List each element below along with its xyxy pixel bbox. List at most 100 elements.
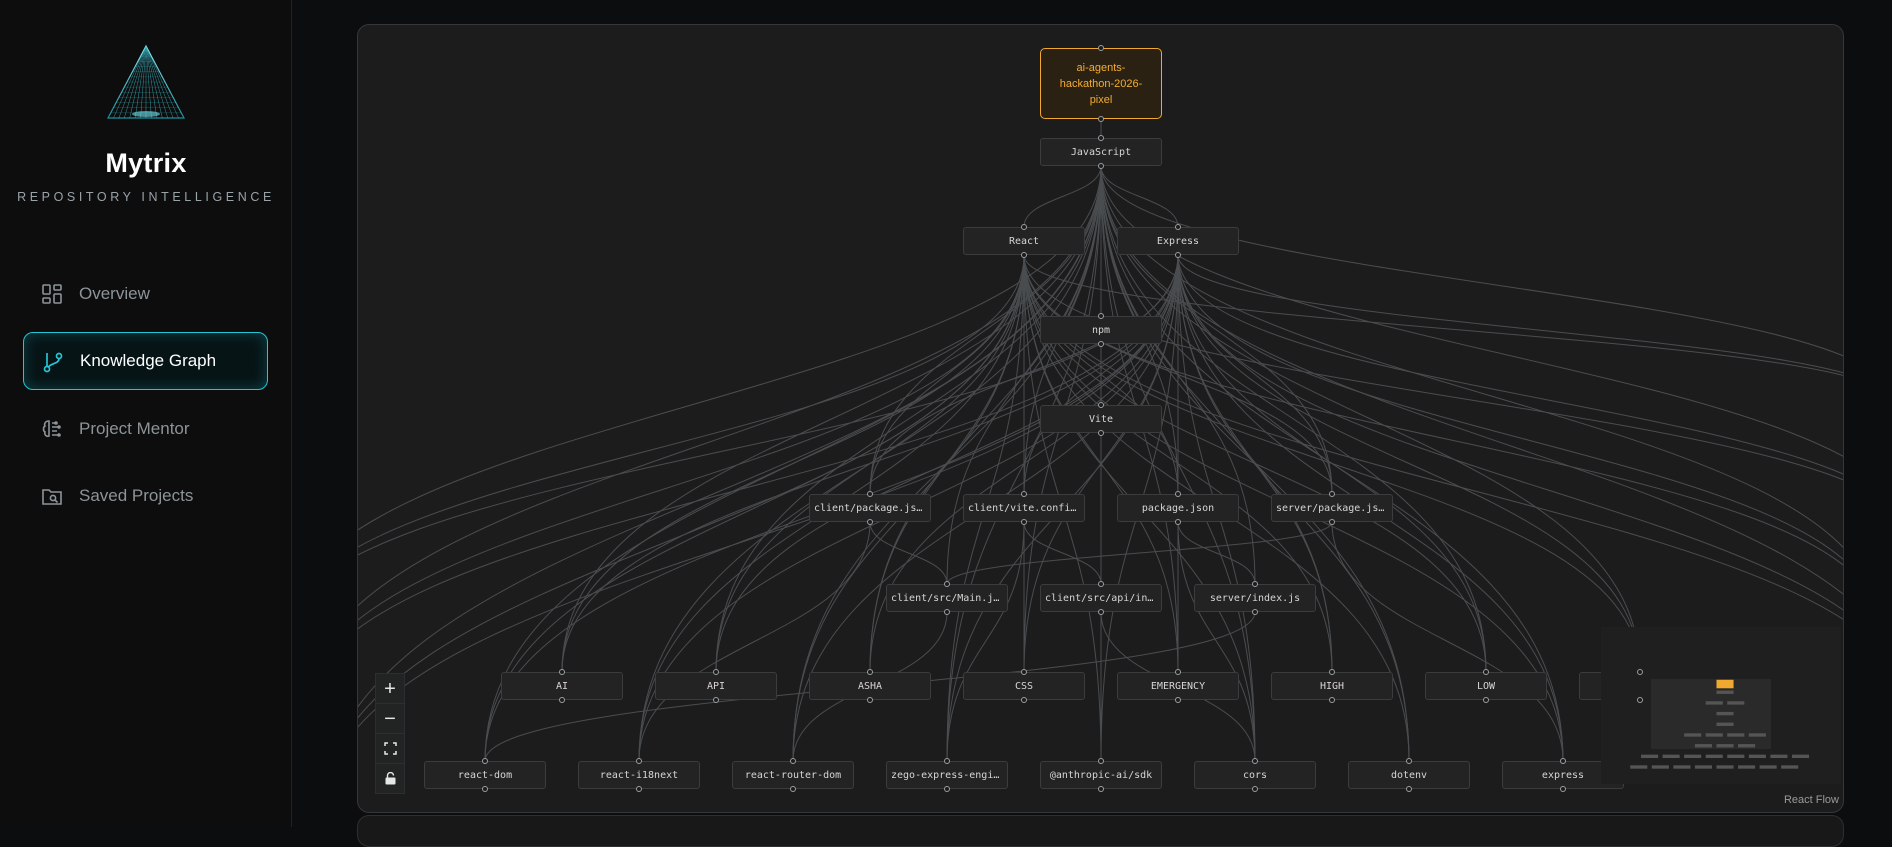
graph-node-concept[interactable]: EMERGENCY bbox=[1117, 672, 1239, 700]
node-handle[interactable] bbox=[1098, 45, 1104, 51]
node-handle[interactable] bbox=[1098, 609, 1104, 615]
knowledge-graph-canvas[interactable]: ai-agents-hackathon-2026-pixel JavaScrip… bbox=[357, 24, 1844, 813]
graph-node-framework[interactable]: React bbox=[963, 227, 1085, 255]
node-handle[interactable] bbox=[1406, 758, 1412, 764]
node-handle[interactable] bbox=[1252, 786, 1258, 792]
node-handle[interactable] bbox=[713, 697, 719, 703]
node-handle[interactable] bbox=[559, 697, 565, 703]
graph-node-language[interactable]: JavaScript bbox=[1040, 138, 1162, 166]
node-handle[interactable] bbox=[1560, 758, 1566, 764]
node-handle[interactable] bbox=[790, 758, 796, 764]
node-handle[interactable] bbox=[1098, 163, 1104, 169]
react-flow-attribution[interactable]: React Flow bbox=[1783, 794, 1839, 806]
graph-minimap[interactable] bbox=[1601, 627, 1841, 784]
graph-node-entry-file[interactable]: client/src/api/index.js bbox=[1040, 584, 1162, 612]
graph-node-concept[interactable]: ASHA bbox=[809, 672, 931, 700]
zoom-out-button[interactable]: − bbox=[376, 704, 404, 734]
node-handle[interactable] bbox=[1098, 341, 1104, 347]
node-handle[interactable] bbox=[1175, 669, 1181, 675]
graph-node-root[interactable]: ai-agents-hackathon-2026-pixel bbox=[1040, 48, 1162, 119]
graph-node-build-tool[interactable]: Vite bbox=[1040, 405, 1162, 433]
graph-node-dependency[interactable]: dotenv bbox=[1348, 761, 1470, 789]
node-handle[interactable] bbox=[1098, 135, 1104, 141]
node-handle[interactable] bbox=[1637, 697, 1643, 703]
node-handle[interactable] bbox=[1098, 313, 1104, 319]
node-handle[interactable] bbox=[944, 609, 950, 615]
graph-node-config-file[interactable]: client/package.json bbox=[809, 494, 931, 522]
node-handle[interactable] bbox=[1098, 116, 1104, 122]
graph-node-framework[interactable]: Express bbox=[1117, 227, 1239, 255]
node-handle[interactable] bbox=[867, 697, 873, 703]
node-handle[interactable] bbox=[482, 758, 488, 764]
node-handle[interactable] bbox=[1175, 519, 1181, 525]
graph-node-concept[interactable]: AI bbox=[501, 672, 623, 700]
node-handle[interactable] bbox=[1098, 786, 1104, 792]
node-handle[interactable] bbox=[867, 491, 873, 497]
node-handle[interactable] bbox=[1406, 786, 1412, 792]
node-handle[interactable] bbox=[1175, 224, 1181, 230]
node-handle[interactable] bbox=[1560, 786, 1566, 792]
node-handle[interactable] bbox=[1637, 669, 1643, 675]
graph-node-dependency[interactable]: react-dom bbox=[424, 761, 546, 789]
node-handle[interactable] bbox=[1021, 491, 1027, 497]
nav-item-project-mentor[interactable]: Project Mentor bbox=[23, 400, 268, 458]
node-handle[interactable] bbox=[867, 669, 873, 675]
node-handle[interactable] bbox=[1252, 609, 1258, 615]
node-handle[interactable] bbox=[1252, 758, 1258, 764]
nav-label: Knowledge Graph bbox=[80, 351, 217, 370]
node-handle[interactable] bbox=[1175, 252, 1181, 258]
graph-node-dependency[interactable]: cors bbox=[1194, 761, 1316, 789]
graph-node-dependency[interactable]: react-i18next bbox=[578, 761, 700, 789]
minimap-node bbox=[1705, 733, 1723, 737]
node-handle[interactable] bbox=[1329, 697, 1335, 703]
graph-node-dependency[interactable]: @anthropic-ai/sdk bbox=[1040, 761, 1162, 789]
nav-item-overview[interactable]: Overview bbox=[23, 265, 268, 323]
zoom-in-button[interactable]: + bbox=[376, 674, 404, 704]
graph-node-entry-file[interactable]: client/src/Main.jsx bbox=[886, 584, 1008, 612]
node-handle[interactable] bbox=[713, 669, 719, 675]
graph-node-dependency[interactable]: react-router-dom bbox=[732, 761, 854, 789]
graph-node-entry-file[interactable]: server/index.js bbox=[1194, 584, 1316, 612]
node-handle[interactable] bbox=[1329, 491, 1335, 497]
node-label: AI bbox=[555, 680, 569, 692]
node-handle[interactable] bbox=[636, 758, 642, 764]
graph-node-config-file[interactable]: package.json bbox=[1117, 494, 1239, 522]
node-handle[interactable] bbox=[1098, 758, 1104, 764]
node-handle[interactable] bbox=[944, 786, 950, 792]
node-handle[interactable] bbox=[1098, 402, 1104, 408]
graph-node-package-manager[interactable]: npm bbox=[1040, 316, 1162, 344]
nav-item-saved-projects[interactable]: Saved Projects bbox=[23, 467, 268, 525]
node-handle[interactable] bbox=[559, 669, 565, 675]
graph-node-config-file[interactable]: server/package.json bbox=[1271, 494, 1393, 522]
graph-node-dependency[interactable]: zego-express-engine-webrtc bbox=[886, 761, 1008, 789]
node-handle[interactable] bbox=[1021, 224, 1027, 230]
nav-item-knowledge-graph[interactable]: Knowledge Graph bbox=[23, 332, 268, 390]
node-handle[interactable] bbox=[1175, 697, 1181, 703]
fit-view-button[interactable] bbox=[376, 734, 404, 764]
node-handle[interactable] bbox=[1021, 252, 1027, 258]
node-handle[interactable] bbox=[944, 581, 950, 587]
node-handle[interactable] bbox=[944, 758, 950, 764]
node-handle[interactable] bbox=[1483, 669, 1489, 675]
node-handle[interactable] bbox=[1021, 697, 1027, 703]
graph-node-concept[interactable]: HIGH bbox=[1271, 672, 1393, 700]
graph-node-concept[interactable]: CSS bbox=[963, 672, 1085, 700]
node-handle[interactable] bbox=[482, 786, 488, 792]
node-handle[interactable] bbox=[1329, 519, 1335, 525]
graph-node-config-file[interactable]: client/vite.config.js bbox=[963, 494, 1085, 522]
node-handle[interactable] bbox=[867, 519, 873, 525]
node-handle[interactable] bbox=[790, 786, 796, 792]
node-handle[interactable] bbox=[1098, 581, 1104, 587]
lock-button[interactable] bbox=[376, 764, 404, 793]
node-handle[interactable] bbox=[1252, 581, 1258, 587]
node-handle[interactable] bbox=[1175, 491, 1181, 497]
node-handle[interactable] bbox=[1483, 697, 1489, 703]
node-handle[interactable] bbox=[1098, 430, 1104, 436]
graph-node-concept[interactable]: LOW bbox=[1425, 672, 1547, 700]
node-handle[interactable] bbox=[636, 786, 642, 792]
node-handle[interactable] bbox=[1021, 669, 1027, 675]
node-handle[interactable] bbox=[1329, 669, 1335, 675]
node-label: zego-express-engine-webrtc bbox=[891, 769, 1007, 781]
graph-node-concept[interactable]: API bbox=[655, 672, 777, 700]
node-handle[interactable] bbox=[1021, 519, 1027, 525]
